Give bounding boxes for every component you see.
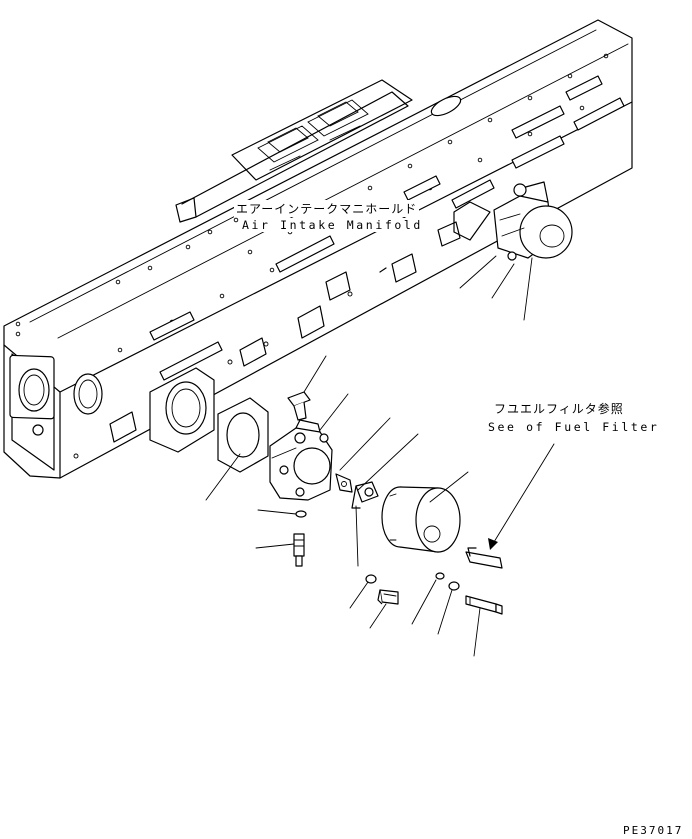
fuel-filter-bracket [465, 547, 503, 569]
washer-small [295, 510, 307, 518]
drawing-code: PE37017 [623, 824, 684, 837]
sensor-plug [293, 533, 305, 567]
fuel-filter-label-jp: フユエルフィルタ参照 [492, 400, 626, 417]
side-cover-plates [109, 75, 625, 443]
washer-right [448, 581, 460, 591]
side-flange [149, 367, 215, 453]
fuel-heater-housing [381, 486, 461, 553]
leader-lines [205, 255, 533, 657]
washer-left [365, 574, 377, 584]
washer-middle [435, 572, 445, 580]
manifold-label-en: Air Intake Manifold [240, 218, 425, 232]
bolt-left [377, 589, 399, 605]
clamp [351, 481, 379, 567]
installed-heater-assembly [493, 181, 573, 261]
small-gasket [335, 473, 353, 493]
manifold-label-jp: エアーインテークマニホールド [234, 200, 420, 217]
heater-body [269, 419, 333, 501]
fuel-filter-label-en: See of Fuel Filter [486, 420, 662, 434]
air-intake-manifold [3, 19, 633, 479]
gasket [217, 397, 269, 473]
reference-arrow [488, 443, 555, 550]
bolt-long [465, 595, 503, 615]
intake-ports [231, 79, 413, 181]
plug [287, 391, 311, 421]
